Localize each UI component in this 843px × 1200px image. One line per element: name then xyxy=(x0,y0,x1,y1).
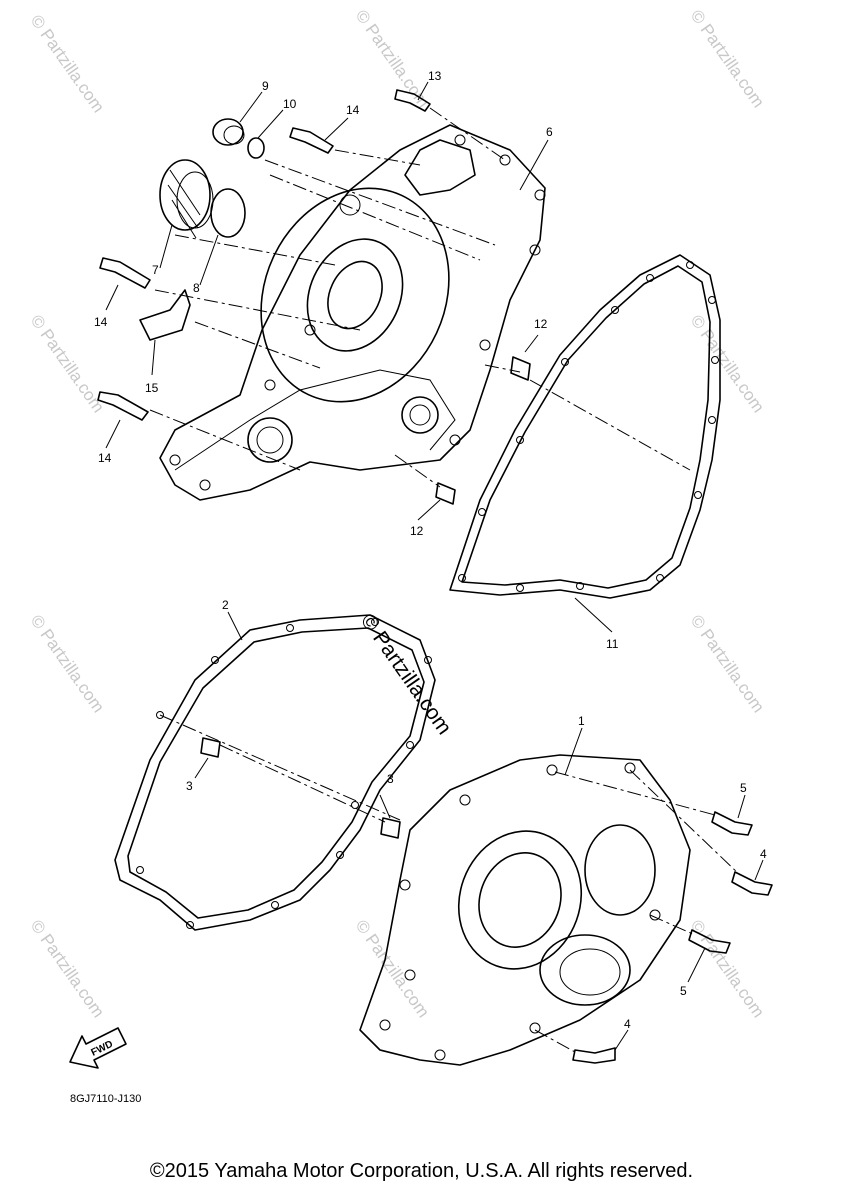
callout-label: 2 xyxy=(222,598,229,612)
copyright-notice: ©2015 Yamaha Motor Corporation, U.S.A. A… xyxy=(149,1160,694,1182)
callout-label: 8 xyxy=(193,281,200,295)
watermark: © Partzilla.com xyxy=(687,916,768,1021)
clamp-15 xyxy=(139,289,191,341)
callout-label: 12 xyxy=(534,317,548,331)
callout-label: 15 xyxy=(145,381,159,395)
callout-label: 14 xyxy=(346,103,360,117)
callout-label: 4 xyxy=(624,1017,631,1031)
fwd-arrow-icon: FWD xyxy=(69,1027,127,1069)
watermark: © Partzilla.com xyxy=(687,6,768,111)
assembly-lines xyxy=(149,107,741,1053)
callout-label: 14 xyxy=(94,315,108,329)
gasket-11 xyxy=(449,254,721,599)
watermark: © Partzilla.com xyxy=(687,611,768,716)
watermark: © Partzilla.com xyxy=(27,11,108,116)
crankcase-cover-1 xyxy=(359,754,691,1066)
watermark: © Partzilla.com xyxy=(352,916,433,1021)
watermark: © Partzilla.com xyxy=(27,916,108,1021)
callout-label: 6 xyxy=(546,125,553,139)
callout-label: 5 xyxy=(680,984,687,998)
watermark: © Partzilla.com xyxy=(27,611,108,716)
callout-label: 5 xyxy=(740,781,747,795)
bolts-lower xyxy=(572,811,773,1064)
callout-label: 14 xyxy=(98,451,112,465)
callout-label: 7 xyxy=(152,263,159,277)
o-ring-10 xyxy=(247,137,265,159)
oil-filler-plug-9 xyxy=(212,118,245,146)
callout-label: 12 xyxy=(410,524,424,538)
o-ring-8 xyxy=(210,188,246,238)
callout-label: 9 xyxy=(262,79,269,93)
callout-label: 13 xyxy=(428,69,442,83)
callout-label: 1 xyxy=(578,714,585,728)
callout-label: 3 xyxy=(186,779,193,793)
callout-label: 3 xyxy=(387,772,394,786)
watermarks: © Partzilla.com © Partzilla.com © Partzi… xyxy=(27,6,768,1021)
callout-label: 11 xyxy=(606,637,619,651)
leader-lines xyxy=(105,81,764,1051)
callout-label: 4 xyxy=(760,847,767,861)
drawing-code: 8GJ7110-J130 xyxy=(70,1093,141,1105)
bolts-upper xyxy=(97,89,431,421)
plug-7 xyxy=(159,159,214,239)
dowel-pins-12 xyxy=(435,356,531,505)
crankcase-cover-6 xyxy=(159,124,546,501)
dowel-pins-3 xyxy=(200,737,401,839)
callout-label: 10 xyxy=(283,97,297,111)
watermark: © Partzilla.com xyxy=(687,311,768,416)
callout-labels: 1 2 3 3 4 4 5 5 6 7 8 9 10 11 12 12 13 1… xyxy=(94,69,767,1031)
